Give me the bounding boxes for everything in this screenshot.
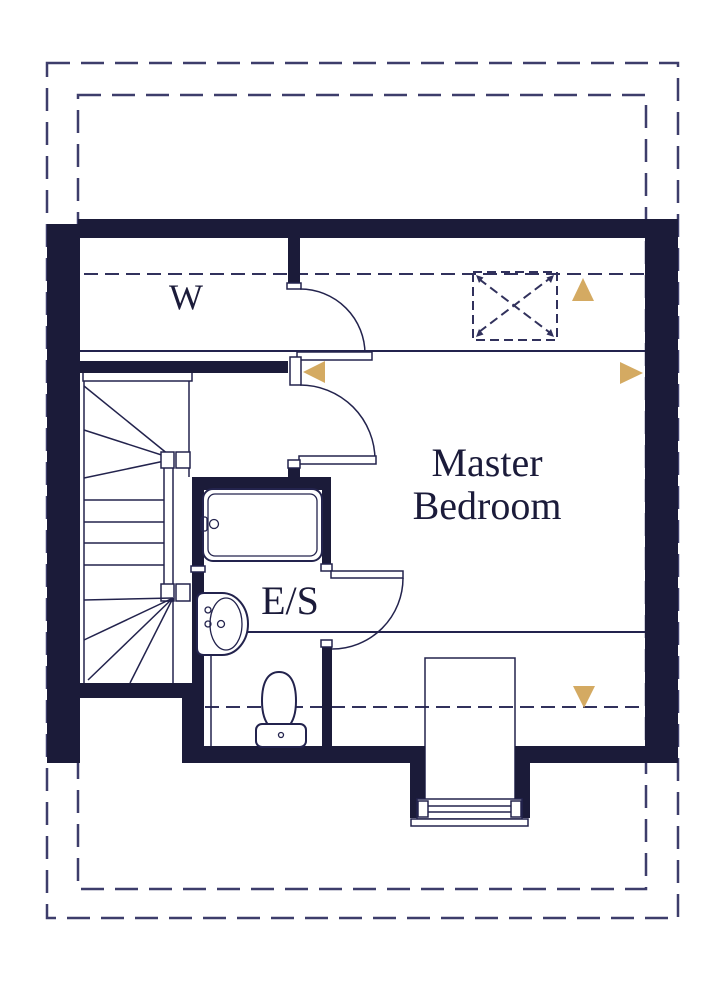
door-bedroom [287,356,377,469]
wall-ensuite-right [322,477,331,565]
rooflight-arrowhead [476,275,484,283]
door-jamb [287,459,301,469]
wall-wardrobe-stub [288,238,300,283]
wall-bottom-right [530,746,645,763]
door-jamb [286,282,302,290]
bathtub-outline [202,488,323,562]
door-jamb [320,563,333,572]
wall-top [78,219,678,238]
rooflight-arrowhead [546,329,554,337]
window-sill [410,818,529,827]
door-ensuite [190,563,404,650]
door-swing-arc [331,577,404,650]
direction-arrows [303,278,643,708]
bath-tap-icon [200,516,208,532]
door-swing-arc [299,288,366,355]
door-jamb [320,639,333,648]
arrow-left-icon [303,361,325,383]
dormer-window [410,798,529,827]
sink [196,592,249,656]
sink-outline [196,592,249,656]
sink-tap-icon [204,620,212,628]
wall-ensuite-door-stub [322,646,332,746]
bathtub-inner [207,493,318,557]
door-wardrobe [286,282,373,361]
stair-handrail [163,454,174,602]
arrow-right-icon [620,362,643,384]
door-leaf [296,351,373,361]
roof-outer-dashed-rect [45,61,680,920]
master-bedroom-label-line1: Master [431,440,542,485]
dormer-recess-outline [424,657,516,800]
window-end-block [510,800,522,818]
roof-outline [45,61,680,920]
window-frame [416,798,523,820]
sink-plug-icon [216,619,226,629]
door-swing-arc [299,384,376,461]
staircase [82,370,193,684]
rooflight-diagonal [478,278,550,333]
toilet-cistern [255,723,307,748]
door-jamb [289,356,302,386]
wardrobe-label: W [169,277,203,317]
bath-plug-icon [208,518,220,530]
wall-stairs-bottom [80,683,192,698]
rooflight-arrowhead [476,329,484,337]
bathtub [200,488,323,562]
arrow-down-icon [573,686,595,708]
sink-basin [209,597,243,651]
rooflight-arrowhead [546,275,554,283]
toilet-bowl [260,670,298,728]
walls [47,219,678,818]
wall-bottom-left [182,746,410,763]
master-bedroom-label-line2: Bedroom [413,483,562,528]
sink-tap-icon [204,606,212,614]
door-leaf [298,455,377,465]
arrow-up-icon [572,278,594,301]
wall-right [645,219,678,763]
wall-wardrobe-bottom [80,361,288,373]
door-jamb [190,565,206,573]
window-end-block [417,800,429,818]
ensuite-label: E/S [261,578,319,623]
wall-door-post [288,466,300,477]
door-leaf [330,570,404,579]
toilet [255,670,307,748]
rooflight-icon [472,271,558,341]
wall-left [47,224,80,763]
wall-ensuite-top [192,477,331,490]
toilet-flush-icon [277,731,285,739]
rooflight-dashed-box [472,271,558,341]
